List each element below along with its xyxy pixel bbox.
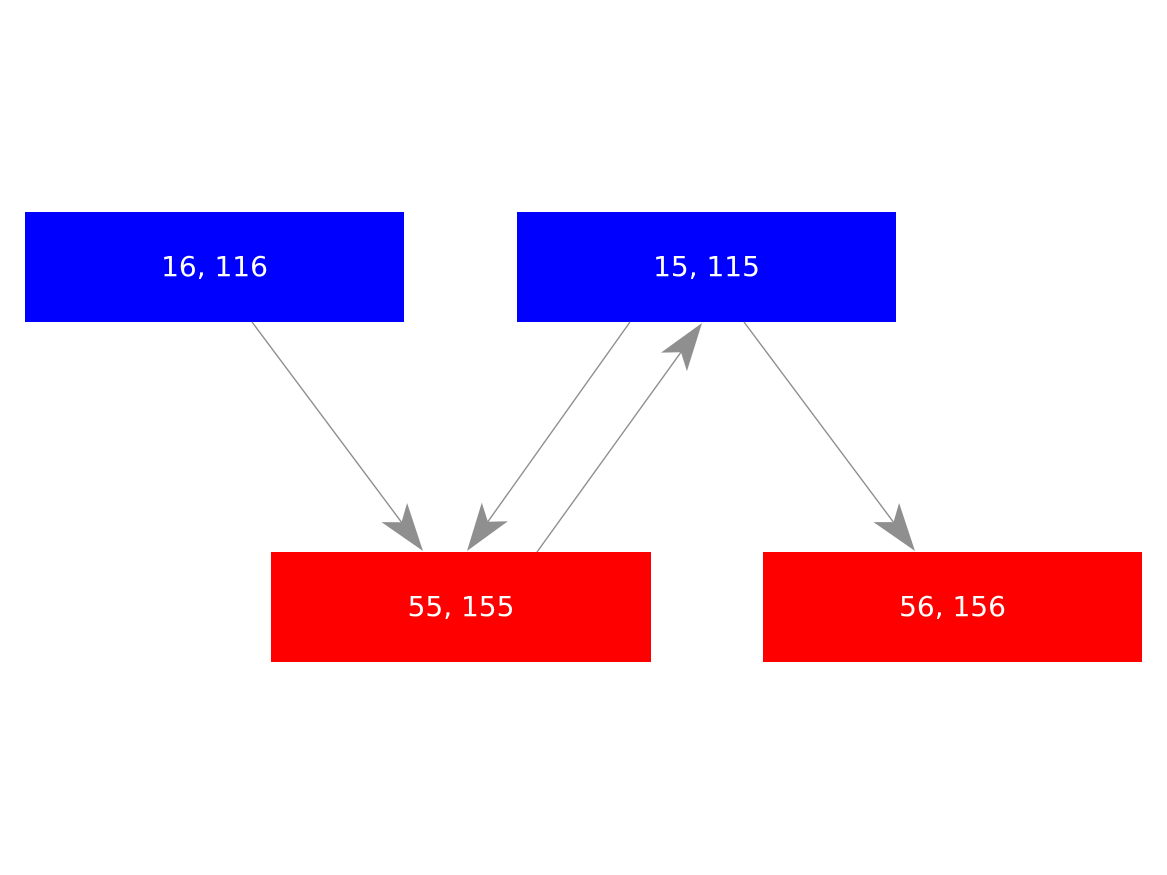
node-56-156: 56, 156 [763, 552, 1142, 662]
node-label: 16, 116 [161, 250, 268, 283]
edge-arrowhead [467, 502, 508, 551]
node-15-115: 15, 115 [517, 212, 896, 322]
node-label: 56, 156 [899, 590, 1006, 623]
edge-line [251, 321, 403, 523]
node-label: 15, 115 [653, 250, 760, 283]
node-55-155: 55, 155 [271, 552, 651, 662]
edge-arrowhead [661, 323, 702, 372]
node-label: 55, 155 [407, 590, 515, 623]
edge-arrowhead [873, 503, 915, 551]
edge-line [536, 351, 682, 553]
edge-line [487, 321, 631, 523]
edge-line [743, 321, 895, 523]
node-16-116: 16, 116 [25, 212, 404, 322]
edge-arrowhead [381, 503, 423, 551]
